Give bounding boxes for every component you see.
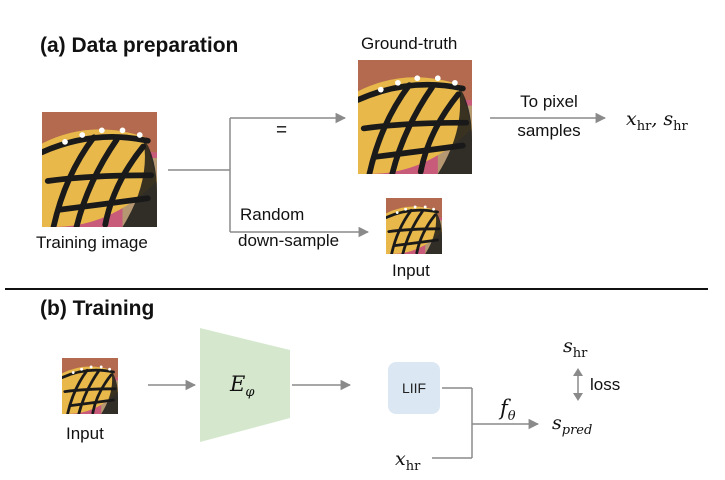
- training-image-label: Training image: [36, 233, 148, 252]
- to-pixel-label-2: samples: [517, 121, 581, 140]
- equals-sign: =: [276, 120, 288, 141]
- loss-arrow-down: [573, 393, 583, 401]
- loss-arrow-up: [573, 368, 583, 376]
- f-theta-label: fθ: [500, 396, 516, 425]
- liif-block: LIIF: [388, 362, 440, 414]
- input-label-b: Input: [66, 424, 104, 443]
- encoder-label: Eφ: [230, 372, 255, 401]
- liif-label: LIIF: [401, 380, 427, 396]
- input-label-a: Input: [392, 261, 430, 280]
- random-label-1: Random: [240, 205, 305, 224]
- loss-label: loss: [590, 375, 621, 394]
- encoder-block: [200, 328, 290, 442]
- ground-truth-label: Ground-truth: [361, 34, 458, 53]
- s-pred-label: spred: [552, 412, 593, 438]
- input-image-small: [386, 198, 442, 254]
- to-pixel-label-1: To pixel: [520, 92, 578, 111]
- training-input-image: [62, 358, 118, 414]
- x-hr-label: xhr: [395, 448, 421, 474]
- output-xhr-shr: xhr, shr: [626, 108, 688, 134]
- ground-truth-image: [358, 60, 472, 174]
- s-hr-label: shr: [563, 335, 588, 361]
- random-label-2: down-sample: [238, 231, 340, 250]
- section-b-title: (b) Training: [40, 297, 155, 320]
- section-a-title: (a) Data preparation: [40, 34, 239, 57]
- training-image: [42, 112, 157, 227]
